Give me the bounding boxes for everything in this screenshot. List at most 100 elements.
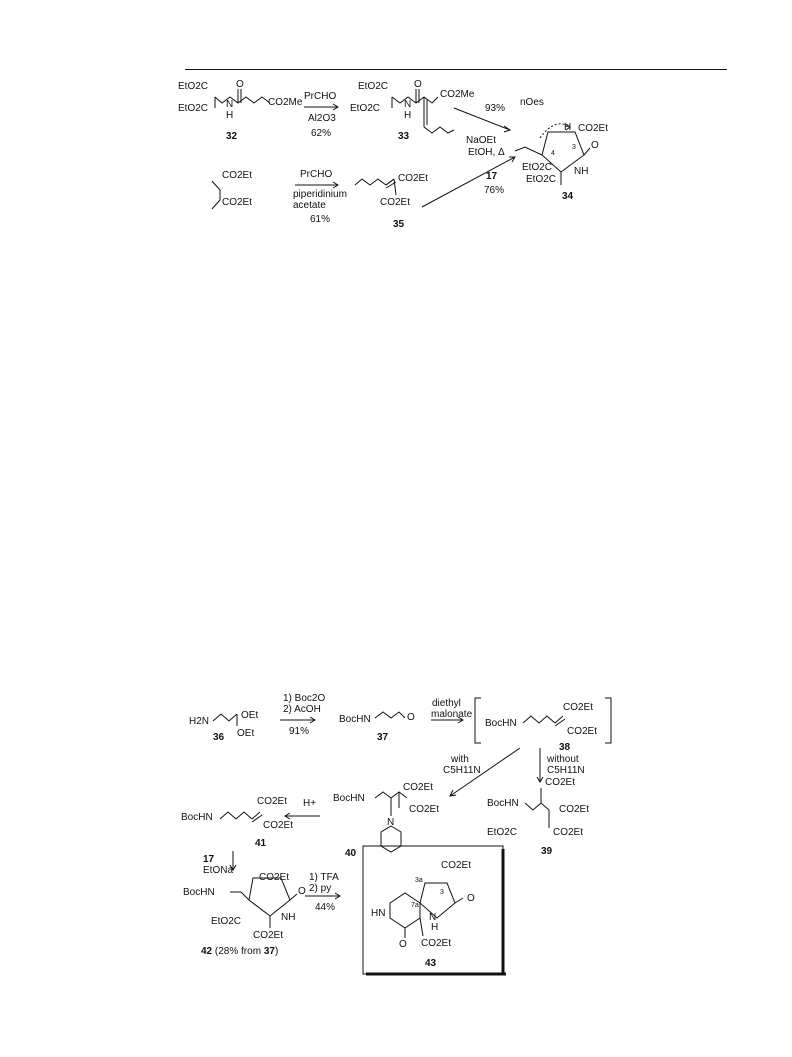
b-step1-r1: 1) Boc2O: [283, 693, 325, 704]
with-label: with: [450, 754, 469, 765]
c39-boc: BocHN: [487, 798, 519, 809]
c37-boc: BocHN: [339, 714, 371, 725]
c34-n4: 4: [551, 150, 555, 157]
c34-g3: EtO2C: [526, 174, 556, 185]
step2-nucleophile: 17: [486, 171, 498, 182]
c43-n3: 3: [440, 889, 444, 896]
c33-g2: EtO2C: [350, 103, 380, 114]
step1-cond: Al2O3: [308, 113, 336, 124]
c34-label: 34: [562, 191, 574, 202]
hplus: H+: [303, 798, 316, 809]
c36-oet1: OEt: [241, 710, 258, 721]
c40-label: 40: [345, 848, 357, 859]
c40-n: N: [387, 817, 394, 828]
c39-g1: CO2Et: [545, 777, 575, 788]
b-step1-yield: 91%: [289, 726, 309, 737]
c36-oet2: OEt: [237, 728, 254, 739]
step1-yield: 62%: [311, 128, 331, 139]
c32-g2: EtO2C: [178, 103, 208, 114]
c41-g2: CO2Et: [263, 820, 293, 831]
with-reagent: C5H11N: [443, 765, 481, 776]
c39-g2: CO2Et: [559, 804, 589, 815]
c35-g2: CO2Et: [380, 197, 410, 208]
c33-label: 33: [398, 131, 410, 142]
step2-cond: EtOH, Δ: [468, 147, 505, 158]
c40-g1: CO2Et: [403, 782, 433, 793]
c42-label: 42: [201, 946, 213, 957]
without-label: without: [546, 754, 579, 765]
b-step4-yield: 44%: [315, 902, 335, 913]
c33-n: N: [404, 99, 411, 110]
c35-g1: CO2Et: [398, 173, 428, 184]
c42-caption: 42 (28% from 37): [201, 946, 278, 957]
step3-cond2: acetate: [293, 200, 326, 211]
step2-yield2: 76%: [484, 185, 504, 196]
c41-g1: CO2Et: [257, 796, 287, 807]
c34-nh: NH: [574, 166, 588, 177]
c32-h: H: [226, 110, 233, 121]
c34-o: O: [591, 140, 599, 151]
b-step1-r2: 2) AcOH: [283, 704, 321, 715]
c43-n7a: 7a: [411, 902, 419, 909]
step2-yield: 93%: [485, 103, 505, 114]
c32-o: O: [236, 79, 244, 90]
c39-g4: CO2Et: [553, 827, 583, 838]
c43-o1: O: [467, 893, 475, 904]
c42-note1: (28% from: [212, 946, 264, 957]
c43-label: 43: [425, 958, 437, 969]
c43-o2: O: [399, 939, 407, 950]
c42-g1: CO2Et: [259, 872, 289, 883]
c38-boc: BocHN: [485, 718, 517, 729]
c40-boc: BocHN: [333, 793, 365, 804]
c32-g1: EtO2C: [178, 81, 208, 92]
without-reagent: C5H11N: [547, 765, 585, 776]
c41-label: 41: [255, 838, 267, 849]
step3-reagent: PrCHO: [300, 169, 332, 180]
c34-g2: EtO2C: [522, 162, 552, 173]
c42-boc: BocHN: [183, 887, 215, 898]
malonate-g1: CO2Et: [222, 170, 252, 181]
c36-h2n: H2N: [189, 716, 209, 727]
c42-g3: CO2Et: [253, 930, 283, 941]
c38-label: 38: [559, 742, 571, 753]
c42-nh: NH: [281, 912, 295, 923]
c34-h: H: [564, 122, 571, 133]
b-step2-r2: malonate: [431, 709, 473, 720]
c33-h: H: [404, 110, 411, 121]
c38-g2: CO2Et: [567, 726, 597, 737]
c33-g3: CO2Me: [440, 89, 475, 100]
c38-g1: CO2Et: [563, 702, 593, 713]
b-step3-base: EtONa: [203, 865, 233, 876]
c37-o: O: [407, 712, 415, 723]
c43-h: H: [431, 922, 438, 933]
c39-label: 39: [541, 846, 553, 857]
c37-label: 37: [377, 732, 389, 743]
b-step3-nuc: 17: [203, 854, 215, 865]
c43-g1: CO2Et: [441, 860, 471, 871]
c34-n3: 3: [572, 144, 576, 151]
c42-g2: EtO2C: [211, 916, 241, 927]
c34-noes: nOes: [520, 97, 544, 108]
step3-cond1: piperidinium: [293, 189, 347, 200]
c42-note2: ): [275, 946, 278, 957]
c43-n3a: 3a: [415, 877, 423, 884]
c34-g1: CO2Et: [578, 123, 608, 134]
c42-o: O: [298, 886, 306, 897]
c36-label: 36: [213, 732, 225, 743]
header-rule: [185, 69, 727, 70]
step3-yield: 61%: [310, 214, 330, 225]
c32-g3: CO2Me: [268, 97, 303, 108]
step1-reagent: PrCHO: [304, 91, 336, 102]
c35-label: 35: [393, 219, 405, 230]
c43-hn: HN: [371, 908, 385, 919]
b-step4-r1: 1) TFA: [309, 872, 339, 883]
c33-o: O: [414, 79, 422, 90]
b-step2-r1: diethyl: [432, 698, 461, 709]
c40-g2: CO2Et: [409, 804, 439, 815]
c43-n: N: [429, 912, 436, 923]
scheme-top: EtO2C EtO2C O N H CO2Me 32 PrCHO Al2O3 6…: [178, 79, 608, 230]
c43-g2: CO2Et: [421, 938, 451, 949]
b-step4-r2: 2) py: [309, 883, 331, 894]
malonate-g2: CO2Et: [222, 197, 252, 208]
step2-reagent: NaOEt: [466, 135, 496, 146]
